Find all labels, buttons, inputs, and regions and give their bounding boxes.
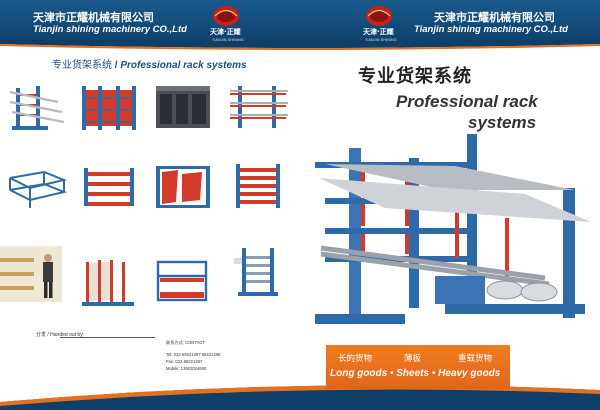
header-wave (0, 40, 600, 50)
pipe-rack-thumb (230, 86, 288, 128)
sheet-tower-thumb (234, 248, 278, 296)
sheet-rack-thumb (156, 166, 210, 208)
handout-line (60, 337, 155, 338)
cantilever-rack-thumb (9, 86, 65, 130)
company-name-cn-right: 天津市正耀机械有限公司 (434, 11, 555, 24)
shelf-worker-thumb (0, 246, 62, 302)
red-blue-rack-thumb (82, 86, 136, 130)
left-title-separator: / (112, 60, 121, 71)
logo-text-en-left: TIANJIN SHINING (212, 38, 244, 42)
multi-tier-rack-thumb (236, 164, 280, 208)
contact-tel: Tel: 022-58221297 58221296 (166, 352, 221, 357)
logo-text-cn-left: 天津·正耀 (210, 28, 241, 36)
footer-wave (0, 385, 600, 410)
right-title-en-line1: Professional rack (396, 92, 538, 111)
company-name-cn-left: 天津市正耀机械有限公司 (33, 11, 154, 24)
logo-text-en-right: TIANJIN SHINING (365, 38, 397, 42)
banner-en-text: Long goods • Sheets • Heavy goods (330, 368, 501, 379)
banner-cn-long-goods: 长的货物 (338, 354, 373, 364)
right-title-en-line2: systems (468, 113, 537, 132)
header-band (0, 0, 600, 44)
drawer-rack-thumb (84, 168, 134, 206)
roller-frame-thumb (156, 260, 208, 302)
handout-label: 分发 / Handed out by: (36, 332, 85, 338)
company-name-en-right: Tianjin shining machinery CO.,Ltd (414, 24, 568, 35)
company-logo-right (366, 6, 392, 26)
left-panel-title: 专业货架系统 / Professional rack systems (52, 56, 247, 71)
company-logo-left (213, 6, 239, 26)
vertical-panel-rack-thumb (82, 260, 134, 306)
enclosed-rack-thumb (156, 86, 210, 128)
contact-mobile: Mobile: 13902024680 (166, 366, 207, 371)
left-title-en: Professional rack systems (120, 60, 247, 71)
goods-banner (326, 345, 510, 389)
banner-cn-heavy-goods: 重载货物 (458, 354, 493, 364)
banner-cn-sheets: 薄板 (404, 354, 422, 364)
cantilever-rack-illustration (315, 134, 591, 324)
right-title-cn: 专业货架系统 (358, 66, 472, 87)
frame-rack-thumb (9, 170, 68, 208)
company-name-en-left: Tianjin shining machinery CO.,Ltd (33, 24, 187, 35)
logo-text-cn-right: 天津·正耀 (363, 28, 394, 36)
contact-heading: 联系方式: CONTACT (166, 340, 206, 345)
contact-fax: Fax: 022-58221297 (166, 359, 203, 364)
left-title-cn: 专业货架系统 (52, 60, 112, 71)
